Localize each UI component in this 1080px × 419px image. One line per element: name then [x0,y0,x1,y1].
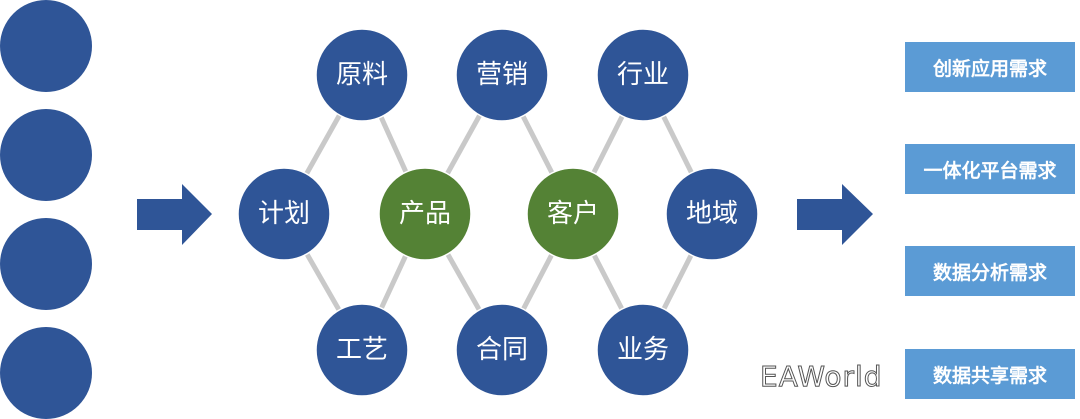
placeholder-circle [0,0,92,92]
requirement-box: 创新应用需求 [905,42,1075,92]
node-business: 业务 [596,303,690,397]
requirement-box: 数据分析需求 [905,246,1075,296]
node-contract: 合同 [455,303,549,397]
arrow-right-icon [797,184,873,245]
node-raw: 原料 [315,28,409,122]
placeholder-circle [0,109,92,201]
placeholder-circle [0,327,92,419]
node-label: 工艺 [336,335,388,365]
node-label: 计划 [258,199,310,229]
node-region: 地域 [665,167,759,261]
node-craft: 工艺 [315,303,409,397]
requirement-box: 数据共享需求 [905,349,1075,399]
node-label: 合同 [476,335,528,365]
node-customer: 客户 [526,167,620,261]
node-product: 产品 [378,167,472,261]
node-industry: 行业 [596,28,690,122]
node-marketing: 营销 [455,28,549,122]
requirement-box: 一体化平台需求 [905,144,1075,194]
node-label: 行业 [617,60,669,90]
node-label: 原料 [336,60,388,90]
arrow-right-icon [137,184,212,245]
node-label: 产品 [399,199,451,229]
node-label: 地域 [686,199,738,229]
watermark: EAWorld [760,360,883,394]
node-plan: 计划 [237,167,331,261]
placeholder-circle [0,218,92,310]
node-label: 业务 [617,335,669,365]
node-label: 营销 [476,60,528,90]
node-label: 客户 [547,199,599,229]
